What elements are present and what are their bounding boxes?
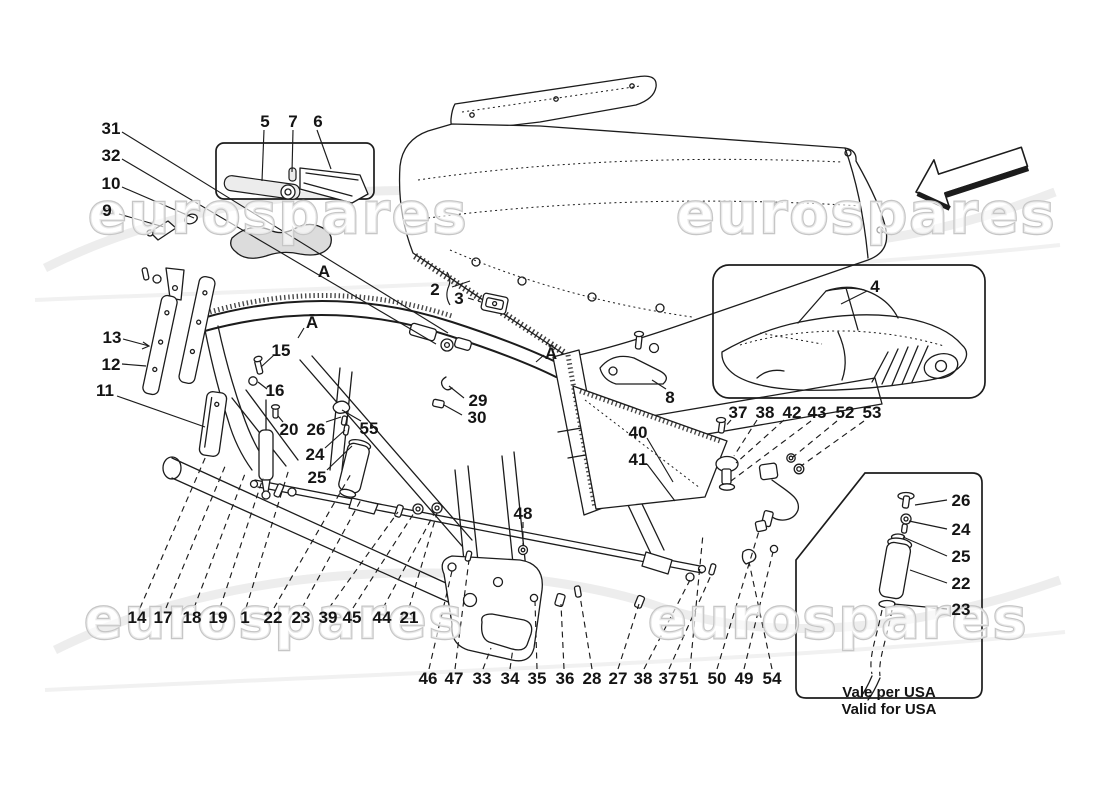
part-label-32: 32	[102, 146, 121, 165]
part-label-8: 8	[665, 388, 674, 407]
part-label-45: 45	[343, 608, 362, 627]
part-label-51: 51	[680, 669, 699, 688]
part-label-6: 6	[313, 112, 322, 131]
watermark-top-left: eurospares	[88, 181, 468, 247]
part-label-1: 1	[240, 608, 249, 627]
part-label-55: 55	[360, 419, 379, 438]
part-label-27: 27	[609, 669, 628, 688]
part-label-23b: 23	[952, 600, 971, 619]
leader-lines-solid	[116, 129, 948, 610]
part-label-26a: 26	[307, 420, 326, 439]
part-label-30: 30	[468, 408, 487, 427]
part-label-37a: 37	[729, 403, 748, 422]
part-label-33: 33	[473, 669, 492, 688]
part-label-7: 7	[288, 112, 297, 131]
part-label-14: 14	[128, 608, 147, 627]
part-label-21: 21	[400, 608, 419, 627]
part-label-48: 48	[514, 504, 533, 523]
part-label-25b: 25	[952, 547, 971, 566]
part-label-2: 2	[430, 280, 439, 299]
part-label-26b: 26	[952, 491, 971, 510]
part-label-5: 5	[260, 112, 269, 131]
part-label-22b: 22	[952, 574, 971, 593]
part-label-4: 4	[870, 277, 880, 296]
part-label-24a: 24	[306, 445, 325, 464]
part-label-53: 53	[863, 403, 882, 422]
watermark-bottom-left: eurospares	[84, 586, 464, 652]
part-label-34: 34	[501, 669, 520, 688]
part-label-44: 44	[373, 608, 392, 627]
usa-inset-box	[795, 472, 983, 701]
tonneau-panel-art	[572, 385, 728, 510]
part-label-9: 9	[102, 201, 111, 220]
part-label-A3: Ā	[545, 344, 557, 363]
part-label-47: 47	[445, 669, 464, 688]
part-label-50: 50	[708, 669, 727, 688]
part-label-40: 40	[629, 423, 648, 442]
knob-switch-art	[715, 416, 805, 565]
watermark-top-right: eurospares	[676, 181, 1056, 247]
part-label-A1: A	[318, 262, 330, 281]
part-label-35: 35	[528, 669, 547, 688]
part-label-42: 42	[783, 403, 802, 422]
part-label-36: 36	[556, 669, 575, 688]
part-label-52: 52	[836, 403, 855, 422]
part-8-art	[599, 330, 667, 385]
usa-note-line2: Valid for USA	[841, 701, 936, 718]
left-parts-art	[141, 213, 717, 609]
part-label-38b: 38	[634, 669, 653, 688]
leader-lines-dashed	[139, 297, 865, 670]
part-label-23: 23	[292, 608, 311, 627]
part-label-24b: 24	[952, 520, 971, 539]
direction-arrow-icon	[915, 146, 1030, 211]
part-label-43: 43	[808, 403, 827, 422]
part-label-19: 19	[209, 608, 228, 627]
part-label-31: 31	[102, 119, 121, 138]
part-label-28: 28	[583, 669, 602, 688]
part-label-A2: Ā	[306, 313, 318, 332]
usa-note-line1: Vale per USA	[842, 684, 936, 701]
part-label-10: 10	[102, 174, 121, 193]
part-label-17: 17	[154, 608, 173, 627]
watermark-bottom-right: eurospares	[648, 586, 1028, 652]
part-label-16: 16	[266, 381, 285, 400]
part-label-13: 13	[103, 328, 122, 347]
part-label-12: 12	[102, 355, 121, 374]
part-label-39: 39	[319, 608, 338, 627]
part-label-49: 49	[735, 669, 754, 688]
part-label-15: 15	[272, 341, 291, 360]
part-label-25a: 25	[308, 468, 327, 487]
part-label-3: 3	[454, 289, 463, 308]
part-label-22: 22	[264, 608, 283, 627]
car-inset-box	[712, 264, 986, 399]
plate-part-3	[480, 292, 509, 315]
part-label-46: 46	[419, 669, 438, 688]
part-label-20: 20	[280, 420, 299, 439]
part-label-11: 11	[96, 381, 114, 400]
part-label-38a: 38	[756, 403, 775, 422]
part-label-37b: 37	[659, 669, 678, 688]
part-label-54: 54	[763, 669, 782, 688]
part-label-18: 18	[183, 608, 202, 627]
latch-inset-box	[215, 142, 375, 204]
part-label-41: 41	[629, 450, 648, 469]
part-label-29: 29	[469, 391, 488, 410]
